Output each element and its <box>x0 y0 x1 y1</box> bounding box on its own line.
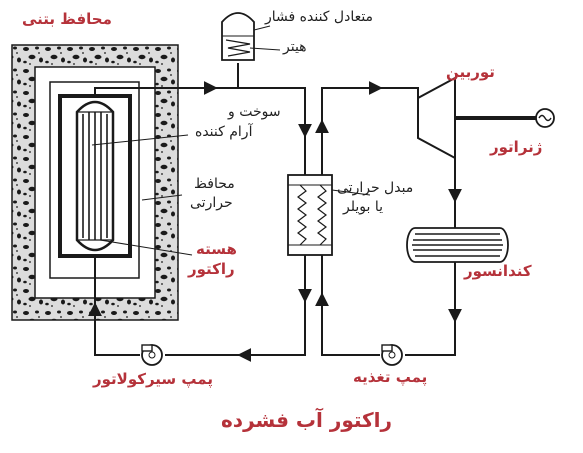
heater-coil <box>225 39 251 57</box>
heat-exchanger-label-line2: یا بویلر <box>343 199 383 215</box>
thermal-shield-label-line1: محافظ <box>194 176 235 192</box>
reactor-core-label-line1: هسته <box>196 240 237 258</box>
primary-loop <box>88 63 312 362</box>
generator <box>535 108 555 128</box>
generator-label: ژنراتور <box>490 138 543 156</box>
heat-exchanger <box>287 174 333 256</box>
feed-pump-label: پمپ تغذیه <box>353 368 428 386</box>
concrete-shield <box>11 44 179 321</box>
reactor-core <box>75 100 115 252</box>
exchanger-coil-left <box>297 184 307 246</box>
pressurizer <box>221 12 281 61</box>
diagram-title: راکتور آب فشرده <box>221 408 393 432</box>
fuel-rods <box>82 112 108 240</box>
reactor-core-label-line2: راکتور <box>188 260 235 278</box>
circulator-pump-label: پمپ سیرکولاتور <box>93 370 213 388</box>
condenser-label: کندانسور <box>464 262 532 280</box>
circulator-pump-symbol <box>141 344 163 366</box>
concrete-shield-label: محافظ بتنی <box>22 10 112 28</box>
feed-pump-symbol <box>381 344 403 366</box>
pressurizer-label: متعادل کننده فشار <box>265 9 374 25</box>
fuel-moderator-label-line2: آرام کننده <box>195 124 253 140</box>
turbine <box>417 76 545 160</box>
fuel-moderator-label-line1: سوخت و <box>228 104 281 120</box>
leader-lines <box>91 134 371 256</box>
heat-exchanger-label-line1: مبدل حرارتی <box>337 180 414 196</box>
exchanger-coil-right <box>317 184 327 246</box>
heater-label: هیتر <box>283 39 307 55</box>
turbine-label: توربین <box>446 63 495 81</box>
thermal-shield-label-line2: حرارتی <box>190 195 233 211</box>
condenser <box>406 227 509 263</box>
secondary-loop <box>315 81 462 356</box>
